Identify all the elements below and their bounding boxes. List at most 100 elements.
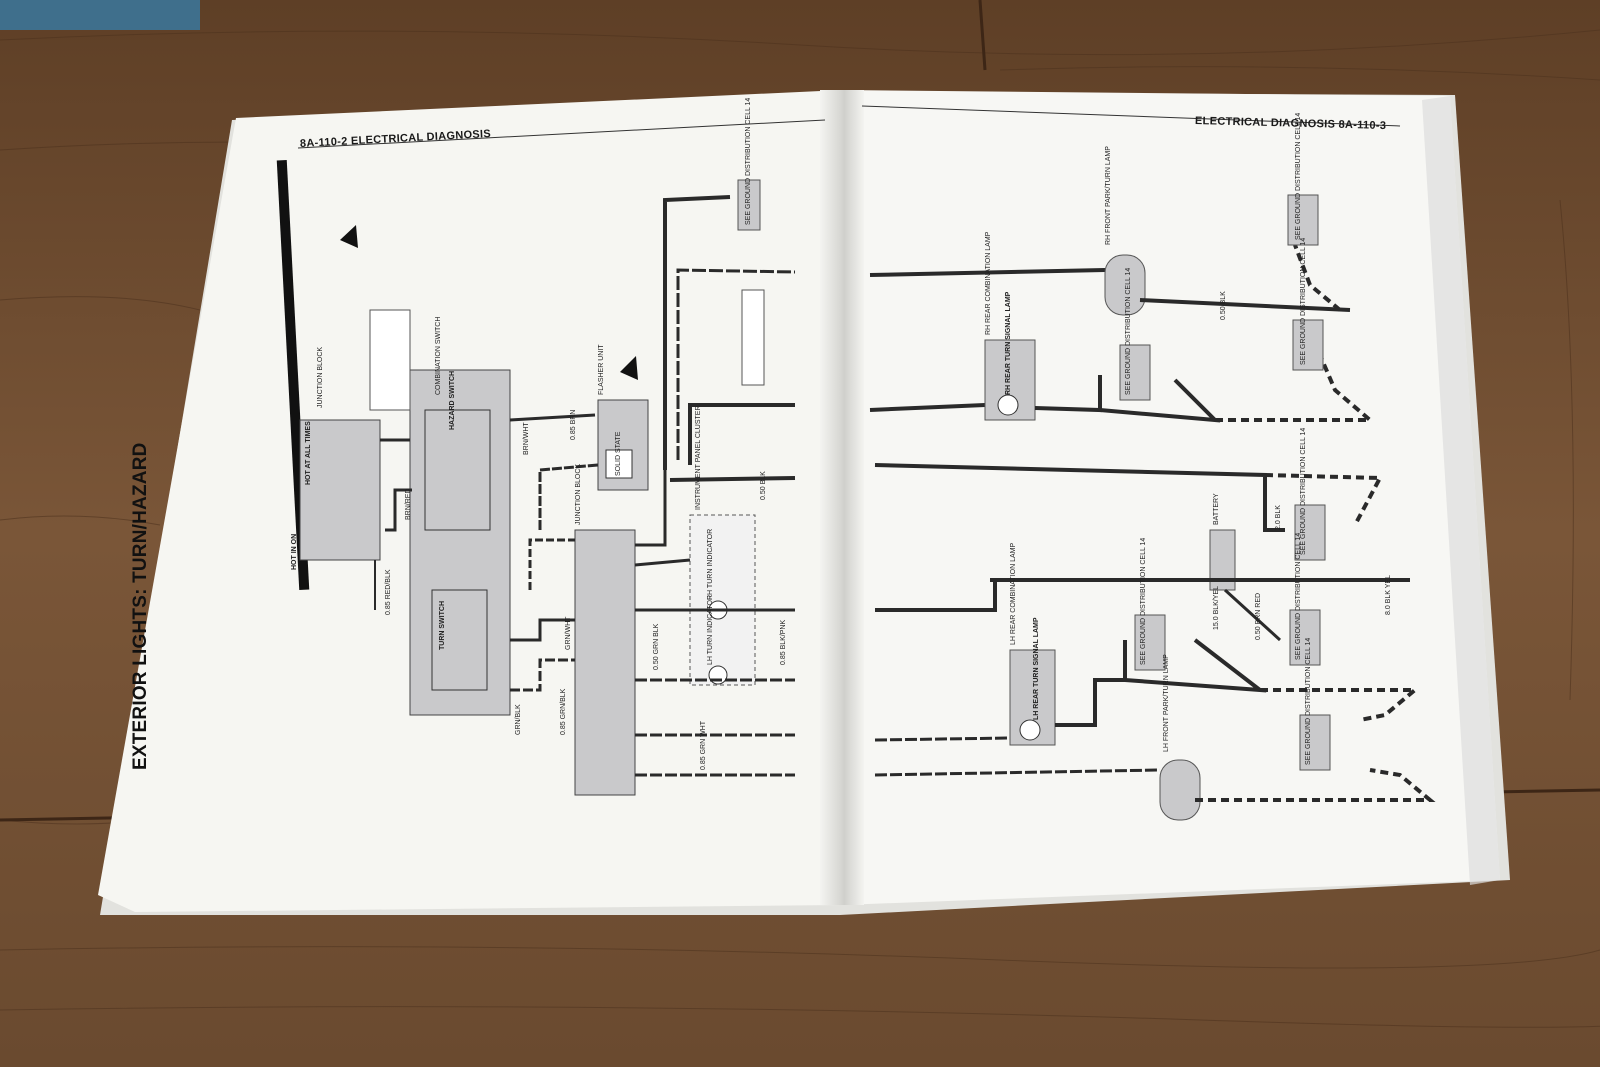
turn-switch-box <box>431 589 488 691</box>
label-lh-rear-turn-signal-lamp: LH REAR TURN SIGNAL LAMP <box>1033 617 1040 720</box>
section-title: EXTERIOR LIGHTS: TURN/HAZARD <box>130 442 151 770</box>
wire-lh-front <box>874 768 1161 777</box>
label-wire-20-blk: 2.0 BLK <box>1275 505 1282 530</box>
label-lh-rear-combination-lamp: LH REAR COMBINATION LAMP <box>1010 543 1017 645</box>
book-gutter <box>820 90 864 905</box>
left-diagram <box>299 179 796 796</box>
right-diagram-labels: RH FRONT PARK/TURN LAMP SEE GROUND DISTR… <box>985 113 1392 765</box>
label-wire-brn-wht: BRN/WHT <box>523 422 530 455</box>
label-instrument-panel-cluster: INSTRUMENT PANEL CLUSTER <box>695 406 702 511</box>
label-wire-085-grn-blk: 0.85 GRN/BLK <box>560 688 567 735</box>
hazard-switch-box <box>424 409 491 531</box>
junction-id-note <box>369 309 411 411</box>
lh-rear-bulb <box>1019 719 1041 741</box>
ground-ref-g403 <box>1299 714 1331 771</box>
wire-turn-sw-1 <box>510 618 575 642</box>
ground-ref-lh-rear <box>1134 614 1166 671</box>
label-flasher-unit: FLASHER UNIT <box>598 344 605 395</box>
label-wire-brn-red: BRN/RED <box>405 488 412 520</box>
label-junction-block-2: JUNCTION BLOCK <box>575 464 582 525</box>
wire-blk-pnk <box>875 580 997 612</box>
wire-g403 <box>1260 688 1421 722</box>
label-hazard-switch: HAZARD SWITCH <box>449 371 456 430</box>
label-hot-at-all-times: HOT AT ALL TIMES <box>305 421 312 485</box>
label-ground-rh-front: SEE GROUND DISTRIBUTION CELL 14 <box>1295 113 1302 240</box>
label-hot-in-on: HOT IN ON <box>291 534 298 570</box>
label-lh-front-park-turn-lamp: LH FRONT PARK/TURN LAMP <box>1163 654 1170 752</box>
right-page-edge-shadow <box>1422 96 1500 885</box>
right-header-rule <box>861 105 1401 127</box>
ground-ref-rh-rear <box>1119 344 1151 401</box>
right-diagram <box>869 194 1436 821</box>
label-wire-blk: 0.50 BLK <box>760 471 767 500</box>
wire-rh-front <box>869 268 1106 277</box>
wire-blk-1 <box>688 403 795 465</box>
label-rh-turn-indicator: RH TURN INDICATOR <box>707 529 714 600</box>
lh-rear-lamp-box <box>1009 649 1056 746</box>
wire-jb-flasher <box>635 470 667 547</box>
wire-grn-red <box>528 538 575 590</box>
label-lh-turn-indicator: LH TURN INDICATOR <box>707 595 714 665</box>
lh-front-lamp <box>1159 759 1201 821</box>
blue-object-corner <box>0 0 200 30</box>
label-wire-050-grn-blk: 0.50 GRN BLK <box>653 623 660 670</box>
label-battery: BATTERY <box>1213 493 1220 525</box>
label-wire-grn-wht: GRN/WHT <box>565 616 572 650</box>
label-rh-front-park-turn-lamp: RH FRONT PARK/TURN LAMP <box>1105 146 1112 245</box>
wire-rh-rear <box>869 403 986 412</box>
label-wire-blk-pnk: 0.85 BLK/PNK <box>780 620 787 665</box>
label-wire-085-grn-wht: 0.85 GRN WHT <box>700 720 707 770</box>
label-ground-g201: SEE GROUND DISTRIBUTION CELL 14 <box>1300 428 1307 555</box>
wire-lh-rear-gnd <box>1055 640 1127 727</box>
label-ground-ref: SEE GROUND DISTRIBUTION CELL 14 <box>745 98 752 225</box>
ground-ref-battery <box>1289 609 1321 666</box>
label-wire-050-blk-r: 0.50 BLK <box>1220 291 1227 320</box>
rh-rear-bulb <box>997 394 1019 416</box>
wire-g-rh-front <box>1293 244 1342 312</box>
wire-turn-sw-2 <box>510 658 575 692</box>
esd-warning-symbol-2 <box>620 356 638 380</box>
wire-blk-main <box>874 463 1285 532</box>
wire-blk-2 <box>669 476 796 482</box>
wire-g102 <box>1195 768 1436 802</box>
wire-brn-red <box>1223 588 1282 642</box>
label-solid-state: SOLID STATE <box>615 431 622 476</box>
label-wire-80-blk-yel: 8.0 BLK YEL <box>1385 575 1392 615</box>
wire-ground <box>663 195 731 470</box>
left-diagram-labels: HOT IN ON HOT AT ALL TIMES JUNCTION BLOC… <box>291 98 787 770</box>
right-page <box>842 90 1500 905</box>
label-wire-brn: 0.85 BRN <box>570 410 577 440</box>
instrument-cluster-box <box>689 514 756 686</box>
wire-brn-red <box>385 488 412 532</box>
wire-jb-cluster-1 <box>634 558 691 567</box>
ip-cluster-note <box>741 289 765 386</box>
wire-rh-front-gnd <box>1139 298 1351 312</box>
label-turn-switch: TURN SWITCH <box>439 601 446 650</box>
label-wire-150-blk-yel: 15.0 BLK/YEL <box>1213 586 1220 630</box>
solid-state-box <box>605 449 633 479</box>
label-wire-grn-blk: GRN/BLK <box>515 704 522 735</box>
junction-block-bottom <box>574 529 636 796</box>
wire-grn-wht <box>676 268 796 460</box>
ground-ref-rh-front <box>1287 194 1319 246</box>
label-ground-g400: SEE GROUND DISTRIBUTION CELL 14 <box>1300 238 1307 365</box>
table-seam-top <box>978 0 987 71</box>
label-rh-rear-combination-lamp: RH REAR COMBINATION LAMP <box>985 231 992 335</box>
wire-brn-wht <box>538 463 599 530</box>
label-junction-block: JUNCTION BLOCK <box>317 347 324 408</box>
wire-brn <box>509 413 596 422</box>
wire-lh-rear <box>874 736 1011 742</box>
rh-front-lamp <box>1104 254 1146 316</box>
esd-warning-symbol <box>340 225 358 248</box>
combination-switch-box <box>409 369 511 716</box>
label-rh-rear-turn-signal-lamp: RH REAR TURN SIGNAL LAMP <box>1005 291 1012 395</box>
label-ground-rh-rear: SEE GROUND DISTRIBUTION CELL 14 <box>1125 268 1132 395</box>
ground-ref-g201 <box>1294 504 1326 561</box>
label-combination-switch: COMBINATION SWITCH <box>435 317 442 395</box>
junction-block-top <box>299 419 381 561</box>
ground-ref-g400 <box>1292 319 1324 371</box>
label-ground-lh-rear: SEE GROUND DISTRIBUTION CELL 14 <box>1140 538 1147 665</box>
label-ground-g403: SEE GROUND DISTRIBUTION CELL 14 <box>1305 638 1312 765</box>
wire-g201 <box>1264 473 1384 526</box>
